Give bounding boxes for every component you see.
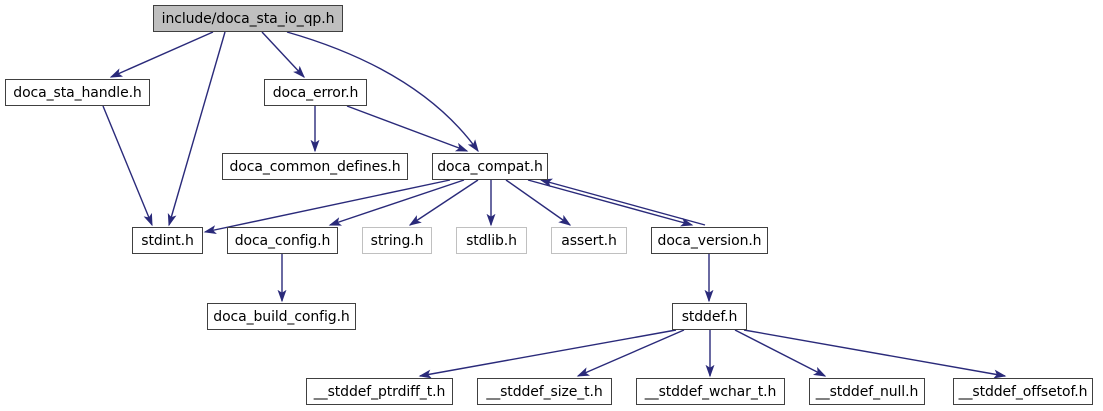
edge-doca_compat-to-stdint xyxy=(203,179,451,235)
node-label-doca_sta_io_qp: include/doca_sta_io_qp.h xyxy=(161,10,335,27)
node-stddef_wchar_t[interactable]: __stddef_wchar_t.h xyxy=(636,378,785,405)
node-stddef[interactable]: stddef.h xyxy=(672,303,747,330)
node-label-assert: assert.h xyxy=(561,232,617,249)
node-label-doca_version: doca_version.h xyxy=(657,232,762,249)
node-doca_build_config[interactable]: doca_build_config.h xyxy=(207,303,356,330)
node-label-stddef_wchar_t: __stddef_wchar_t.h xyxy=(644,383,777,400)
node-label-doca_sta_handle: doca_sta_handle.h xyxy=(13,84,142,101)
node-label-doca_error: doca_error.h xyxy=(272,84,359,101)
node-string[interactable]: string.h xyxy=(362,227,432,254)
edge-stddef-to-stddef_offsetof xyxy=(743,329,1007,379)
edge-doca_sta_io_qp-to-doca_error xyxy=(261,31,305,79)
edge-doca_compat-to-string xyxy=(408,179,479,226)
node-assert[interactable]: assert.h xyxy=(551,227,627,254)
node-label-stddef_ptrdiff_t: __stddef_ptrdiff_t.h xyxy=(313,383,446,400)
edge-doca_sta_io_qp-to-stdint xyxy=(167,31,226,227)
node-stdint[interactable]: stdint.h xyxy=(132,227,203,254)
node-doca_error[interactable]: doca_error.h xyxy=(264,79,367,106)
node-doca_common_defines[interactable]: doca_common_defines.h xyxy=(222,153,408,180)
edge-doca_error-to-doca_compat xyxy=(346,105,469,152)
node-label-stdlib: stdlib.h xyxy=(466,232,517,249)
node-doca_sta_handle[interactable]: doca_sta_handle.h xyxy=(5,79,150,106)
node-label-string: string.h xyxy=(370,232,424,249)
edge-doca_version-to-doca_compat xyxy=(539,178,706,226)
node-label-doca_config: doca_config.h xyxy=(234,232,331,249)
edge-doca_compat-to-doca_config xyxy=(328,179,465,226)
edge-doca_compat-to-doca_version xyxy=(527,179,694,227)
edge-stddef-to-stddef_null xyxy=(734,329,827,377)
node-doca_version[interactable]: doca_version.h xyxy=(651,227,768,254)
node-label-stddef_offsetof: __stddef_offsetof.h xyxy=(958,383,1088,400)
node-label-doca_build_config: doca_build_config.h xyxy=(213,308,350,325)
edge-doca_sta_io_qp-to-doca_sta_handle xyxy=(109,31,214,78)
node-label-stddef_size_t: __stddef_size_t.h xyxy=(486,383,603,400)
node-stddef_size_t[interactable]: __stddef_size_t.h xyxy=(477,378,612,405)
node-label-doca_common_defines: doca_common_defines.h xyxy=(229,158,401,175)
node-stddef_offsetof[interactable]: __stddef_offsetof.h xyxy=(953,378,1093,405)
node-doca_sta_io_qp[interactable]: include/doca_sta_io_qp.h xyxy=(153,5,343,32)
node-doca_compat[interactable]: doca_compat.h xyxy=(432,153,548,180)
node-stddef_null[interactable]: __stddef_null.h xyxy=(809,378,925,405)
node-label-doca_compat: doca_compat.h xyxy=(437,158,543,175)
node-label-stddef: stddef.h xyxy=(681,308,738,325)
edge-doca_sta_handle-to-stdint xyxy=(102,105,153,227)
node-label-stddef_null: __stddef_null.h xyxy=(815,383,919,400)
node-stddef_ptrdiff_t[interactable]: __stddef_ptrdiff_t.h xyxy=(306,378,453,405)
edge-doca_compat-to-assert xyxy=(505,179,572,226)
node-stdlib[interactable]: stdlib.h xyxy=(456,227,527,254)
edge-stddef-to-stddef_ptrdiff_t xyxy=(418,329,677,379)
node-doca_config[interactable]: doca_config.h xyxy=(227,227,338,254)
edge-stddef-to-stddef_size_t xyxy=(576,329,685,377)
node-label-stdint: stdint.h xyxy=(141,232,194,249)
